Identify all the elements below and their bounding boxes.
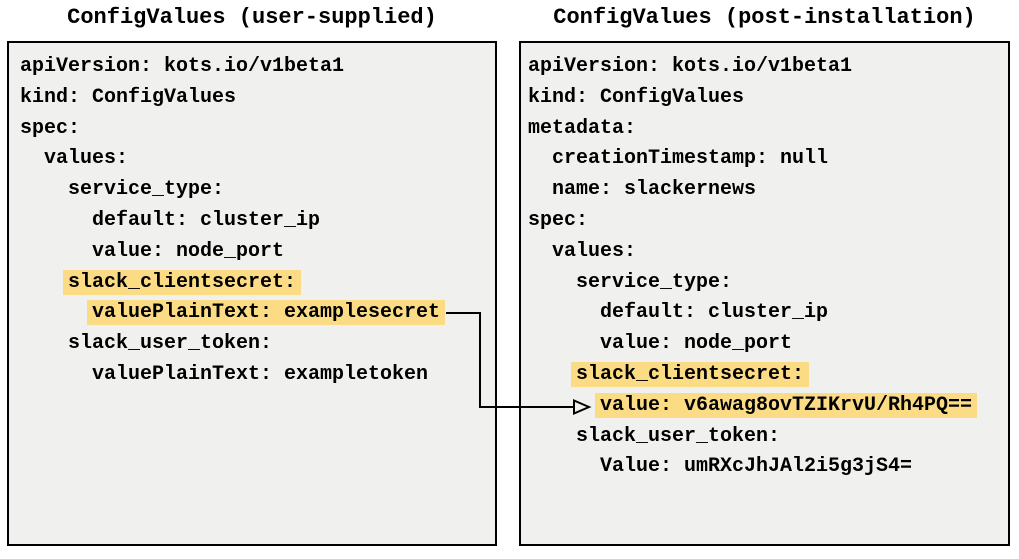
code-text: valuePlainText: exampletoken	[92, 362, 429, 386]
code-line: valuePlainText: examplesecret	[20, 298, 495, 329]
code-text: service_type:	[68, 178, 225, 202]
code-line: creationTimestamp: null	[528, 144, 1008, 175]
code-text: default: cluster_ip	[600, 301, 829, 325]
code-text: slack_user_token:	[68, 332, 273, 356]
user-supplied-config-panel: apiVersion: kots.io/v1beta1 kind: ConfigV…	[7, 41, 497, 546]
highlighted-code-text: slack_clientsecret:	[571, 361, 810, 387]
code-text: name: slackernews	[552, 178, 757, 202]
code-line: Value: umRXcJhJAl2i5g3jS4=	[528, 452, 1008, 483]
highlighted-code-text: slack_clientsecret:	[63, 269, 302, 295]
left-panel-title: ConfigValues (user-supplied)	[67, 5, 437, 30]
code-line: service_type:	[20, 175, 495, 206]
code-text: Value: umRXcJhJAl2i5g3jS4=	[600, 455, 913, 479]
code-text: apiVersion: kots.io/v1beta1	[528, 55, 853, 78]
code-line: slack_clientsecret:	[20, 268, 495, 299]
code-line: slack_clientsecret:	[528, 360, 1008, 391]
highlighted-code-text: valuePlainText: examplesecret	[87, 300, 446, 326]
code-text: values:	[552, 239, 637, 263]
code-line: value: v6awag8ovTZIKrvU/Rh4PQ==	[528, 391, 1008, 422]
code-line: name: slackernews	[528, 175, 1008, 206]
code-line: value: node_port	[20, 237, 495, 268]
code-line: slack_user_token:	[20, 329, 495, 360]
highlighted-code-text: value: v6awag8ovTZIKrvU/Rh4PQ==	[595, 392, 978, 418]
code-text: service_type:	[576, 270, 733, 294]
code-line: values:	[528, 237, 1008, 268]
code-text: creationTimestamp: null	[552, 147, 829, 171]
code-line: values:	[20, 144, 495, 175]
code-text: values:	[44, 147, 129, 171]
code-text: spec:	[20, 116, 81, 140]
code-line: metadata:	[528, 114, 1008, 145]
code-text: slack_user_token:	[576, 424, 781, 448]
code-text: metadata:	[528, 116, 637, 140]
code-line: apiVersion: kots.io/v1beta1	[528, 52, 1008, 83]
post-installation-config-panel: apiVersion: kots.io/v1beta1 kind: ConfigV…	[519, 41, 1010, 546]
code-line: service_type:	[528, 268, 1008, 299]
code-text: spec:	[528, 208, 589, 232]
code-line: spec:	[20, 114, 495, 145]
code-text: apiVersion: kots.io/v1beta1	[20, 55, 345, 78]
code-line: default: cluster_ip	[20, 206, 495, 237]
code-text: value: node_port	[600, 332, 793, 356]
code-line: apiVersion: kots.io/v1beta1	[20, 52, 495, 83]
right-panel-title: ConfigValues (post-installation)	[553, 5, 976, 30]
code-line: kind: ConfigValues	[20, 83, 495, 114]
code-line: spec:	[528, 206, 1008, 237]
code-text: default: cluster_ip	[92, 208, 321, 232]
code-line: slack_user_token:	[528, 422, 1008, 453]
code-line: kind: ConfigValues	[528, 83, 1008, 114]
code-text: value: node_port	[92, 239, 285, 263]
code-line: value: node_port	[528, 329, 1008, 360]
code-line: default: cluster_ip	[528, 298, 1008, 329]
code-text: kind: ConfigValues	[20, 85, 237, 109]
code-text: kind: ConfigValues	[528, 85, 745, 109]
code-line: valuePlainText: exampletoken	[20, 360, 495, 391]
